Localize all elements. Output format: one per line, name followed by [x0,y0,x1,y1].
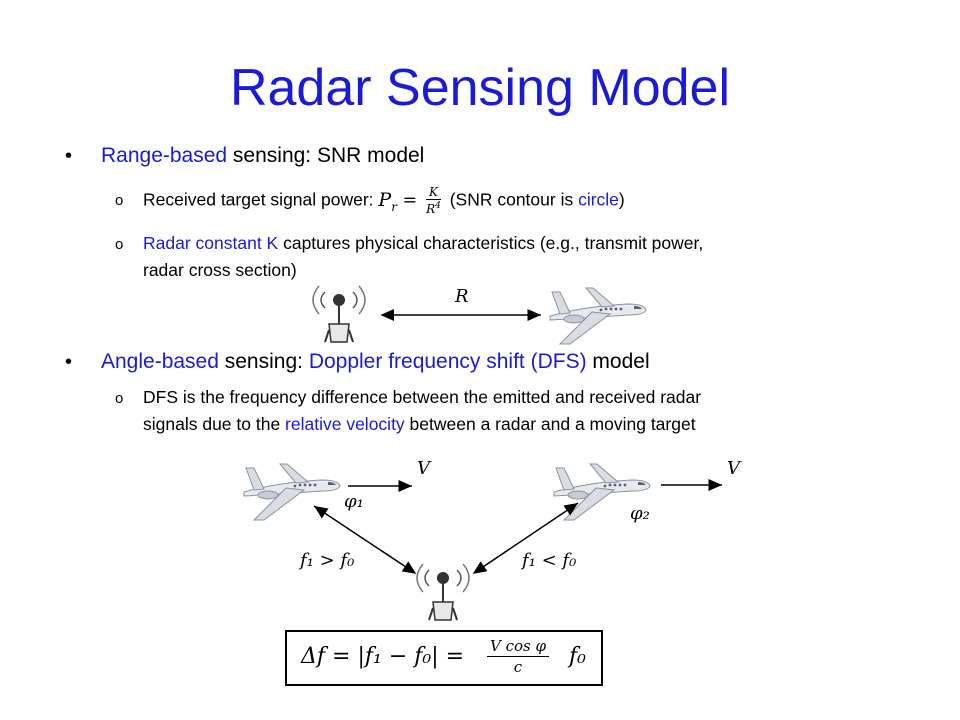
bullet2-mid: sensing: [218,350,309,373]
sub1-prefix: Received target signal power: [143,189,379,210]
sub1-suffix-b: ) [618,189,625,210]
sub1-suffix-a: (SNR contour is [444,189,579,210]
sub-bullet-marker: o [115,192,124,209]
bullet2-rest: model [586,350,650,373]
slide-title: Radar Sensing Model [229,59,731,117]
airplane-icon [553,463,651,521]
range-based-highlight: Range-based [101,144,228,167]
circle-highlight: circle [578,189,619,210]
signal-arrow-left [313,505,417,574]
sub3-line2-a: signals due to the [143,414,286,434]
formula-tail: f₀ [569,644,586,669]
radar-antenna-icon [416,563,470,621]
sub-bullet-marker: o [115,390,124,407]
sub3-line2-b: between a radar and a moving target [404,414,696,434]
sub-radar-constant: o Radar constant K captures physical cha… [115,230,863,284]
angle-based-highlight: Angle-based [101,350,219,373]
velocity-label-left: V [417,458,430,479]
sub2-line2: radar cross section) [143,260,297,280]
radar-constant-highlight: Radar constant K [143,233,279,253]
bullet-angle-based: • Angle-based sensing: Doppler frequency… [65,348,650,376]
equals-sign: = [396,190,418,211]
bullet-dot: • [65,351,73,373]
bullet-dot: • [65,145,73,167]
power-symbol: Pr [378,188,397,214]
formula-numerator: V cos φ [487,636,550,657]
formula-lhs: Δf = |f₁ − f₀| = [301,644,465,669]
formula-denominator: c [513,658,523,676]
bullet1-text: sensing: SNR model [227,144,425,167]
velocity-label-right: V [727,458,740,479]
sub-bullet-marker: o [115,236,124,253]
airplane-icon [243,463,341,521]
sub2-line1: captures physical characteristics (e.g.,… [278,233,704,253]
signal-arrow-right [472,502,579,574]
sub3-line1: DFS is the frequency difference between … [143,387,702,407]
sub-dfs-definition: o DFS is the frequency difference betwee… [115,384,873,438]
formula-fraction: V cos φ c [487,636,550,677]
dfs-highlight: Doppler frequency shift (DFS) [308,350,587,373]
airplane-icon [549,287,647,345]
relative-velocity-highlight: relative velocity [285,414,405,434]
angle-label-2: φ₂ [630,503,650,524]
radar-antenna-icon [312,285,366,343]
doppler-formula-box: Δf = |f₁ − f₀| = V cos φ c f₀ [285,630,603,686]
range-label: R [455,286,469,307]
bullet-range-based: • Range-based sensing: SNR model [65,142,425,170]
